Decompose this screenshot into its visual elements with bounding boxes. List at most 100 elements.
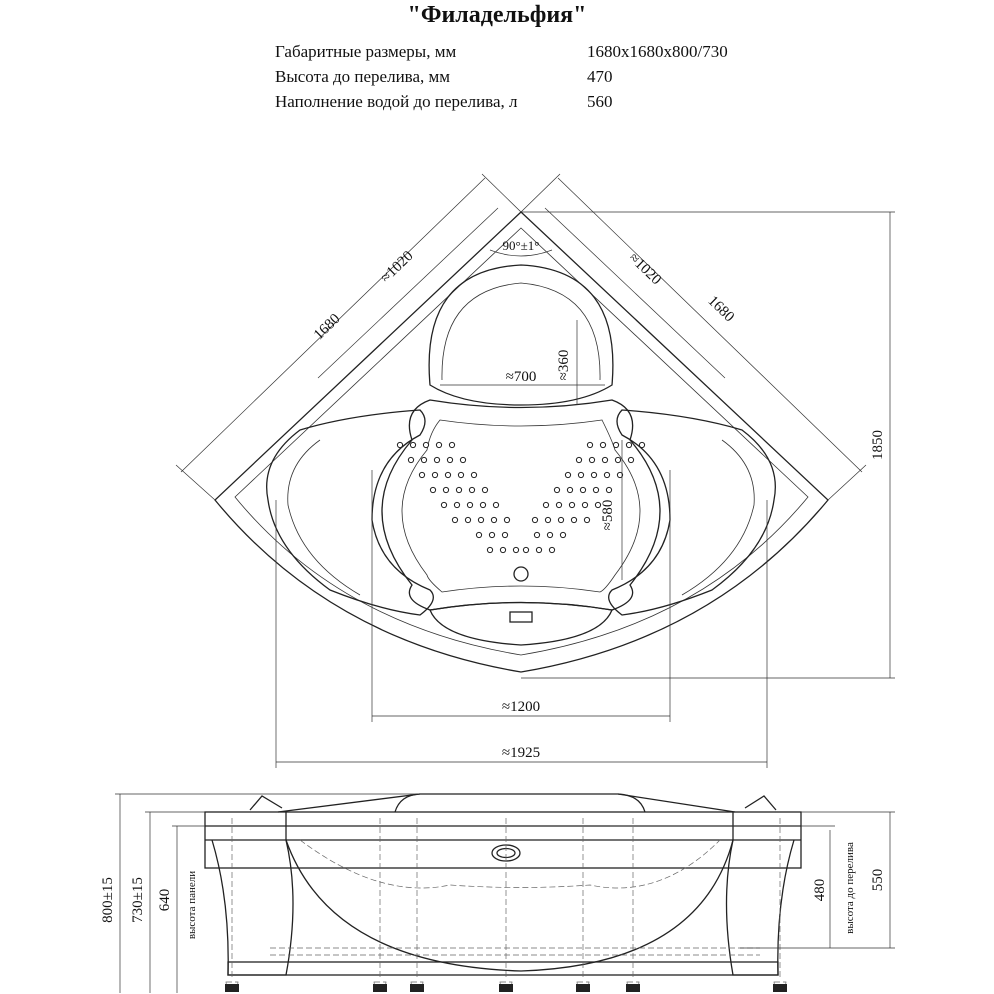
panel-height-label: высота панели: [186, 871, 198, 939]
jet-nozzle: [594, 501, 602, 509]
leg-foot: [410, 984, 424, 992]
leg-foot: [576, 984, 590, 992]
jet-nozzle: [531, 516, 539, 524]
bowl-profile: [285, 839, 734, 972]
jet-nozzle: [409, 441, 417, 449]
jet-nozzle: [442, 486, 450, 494]
dim-total-width: ≈1925: [502, 745, 540, 761]
dim-inner-right: ≈1020: [625, 250, 664, 288]
jet-nozzle: [627, 456, 635, 464]
jet-nozzle: [435, 441, 443, 449]
jet-nozzle: [455, 486, 463, 494]
dim-depth-total: 1850: [870, 430, 886, 460]
spec-value: 560: [587, 92, 613, 111]
dim-side-right: 1680: [704, 293, 737, 325]
jet-nozzle: [535, 546, 543, 554]
top-view: 1680 1680 ≈1020 ≈1020 90°±1° ≈360 ≈700 1…: [175, 173, 895, 768]
front-seat: [429, 601, 613, 646]
jet-nozzle: [548, 546, 556, 554]
jet-nozzle: [490, 516, 498, 524]
jet-nozzle: [586, 441, 594, 449]
spec-label: Габаритные размеры, мм: [275, 42, 457, 61]
spec-row: Наполнение водой до перелива, л 560: [275, 92, 613, 112]
leg-foot: [499, 984, 513, 992]
jet-nozzle: [542, 501, 550, 509]
jet-nozzle: [570, 516, 578, 524]
jet-nozzle: [544, 516, 552, 524]
dim-rim-height: 730±15: [130, 877, 146, 923]
dim-angle: 90°±1°: [502, 238, 539, 253]
jet-nozzle: [477, 516, 485, 524]
jet-nozzle: [499, 546, 507, 554]
jet-nozzle: [479, 501, 487, 509]
right-armrest: [608, 409, 776, 616]
support-leg: [373, 818, 387, 991]
leg-foot: [626, 984, 640, 992]
jet-nozzle: [501, 531, 509, 539]
spec-row: Габаритные размеры, мм 1680x1680x800/730: [275, 42, 728, 62]
jet-nozzle: [568, 501, 576, 509]
jet-nozzle: [592, 486, 600, 494]
jet-nozzle: [420, 456, 428, 464]
model-title: "Филадельфия": [407, 2, 587, 28]
jet-nozzle: [457, 471, 465, 479]
jet-nozzle: [446, 456, 454, 464]
dim-bowl-depth: ≈580: [600, 500, 616, 531]
jet-nozzle: [557, 516, 565, 524]
jet-nozzle: [553, 486, 561, 494]
jet-nozzle: [486, 546, 494, 554]
jet-nozzle: [559, 531, 567, 539]
jet-nozzle: [603, 471, 611, 479]
jet-nozzle: [464, 516, 472, 524]
jet-nozzle: [492, 501, 500, 509]
jet-nozzle: [488, 531, 496, 539]
overflow-fitting: [509, 611, 533, 623]
jet-nozzle: [533, 531, 541, 539]
dim-headrest-depth: ≈360: [556, 350, 572, 381]
jet-nozzle: [601, 456, 609, 464]
jet-nozzle: [468, 486, 476, 494]
jet-nozzle: [566, 486, 574, 494]
jet-nozzle: [444, 471, 452, 479]
jet-nozzle: [503, 516, 511, 524]
base-frame: [227, 961, 779, 976]
jet-nozzle: [451, 516, 459, 524]
jet-nozzle: [577, 471, 585, 479]
leg-foot: [773, 984, 787, 992]
right-panel: [725, 839, 795, 976]
jet-nozzle: [453, 501, 461, 509]
jet-nozzle: [422, 441, 430, 449]
jet-nozzle: [599, 441, 607, 449]
support-leg: [626, 818, 640, 991]
side-view: 800±15 730±15 640 высота панели 480 высо…: [100, 793, 895, 993]
jet-nozzle: [575, 456, 583, 464]
headrest: [428, 264, 614, 406]
tub-outline: [214, 211, 829, 673]
jet-nozzle: [475, 531, 483, 539]
jet-nozzle: [616, 471, 624, 479]
spec-value: 1680x1680x800/730: [587, 42, 728, 61]
drain: [513, 566, 529, 582]
jet-nozzle: [466, 501, 474, 509]
leg-foot: [225, 984, 239, 992]
dim-bowl-width: ≈1200: [502, 699, 540, 715]
jet-nozzle: [448, 441, 456, 449]
jet-nozzle: [581, 501, 589, 509]
jet-nozzle: [612, 441, 620, 449]
rim-inner: [234, 227, 809, 656]
jet-nozzle: [512, 546, 520, 554]
jet-nozzle: [605, 486, 613, 494]
dim-inner-left: ≈1020: [378, 248, 417, 286]
jet-nozzle: [481, 486, 489, 494]
jet-nozzle: [407, 456, 415, 464]
jet-nozzle: [625, 441, 633, 449]
spec-label: Наполнение водой до перелива, л: [275, 92, 518, 111]
jet-nozzle: [440, 501, 448, 509]
support-leg: [410, 818, 424, 991]
jet-nozzle: [546, 531, 554, 539]
jet-nozzle: [418, 471, 426, 479]
spec-label: Высота до перелива, мм: [275, 67, 451, 86]
